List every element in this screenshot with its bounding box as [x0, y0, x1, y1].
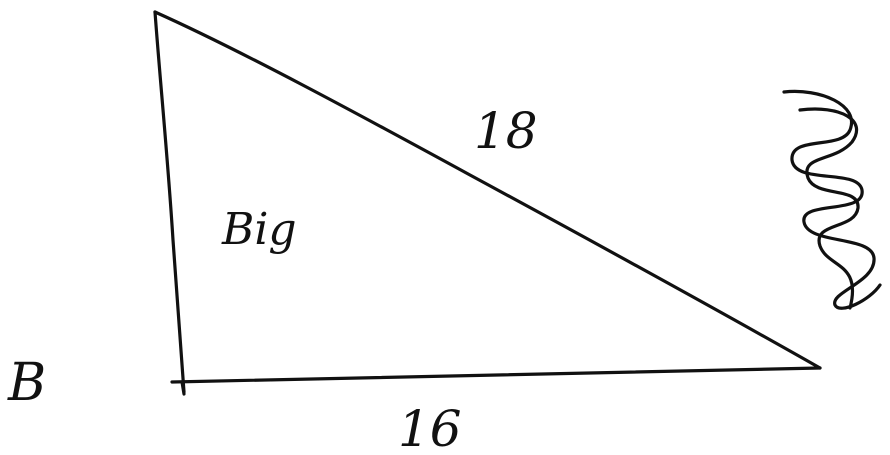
scribble-mark-overlap [798, 107, 860, 310]
triangle-hypotenuse [153, 10, 822, 370]
hypotenuse-length-label: 18 [474, 102, 538, 160]
triangle-interior-label: Big [221, 204, 297, 255]
triangle-left-side [153, 10, 186, 394]
scribble-mark [782, 89, 882, 310]
triangle-base [170, 366, 822, 384]
corner-vertex-label: B [7, 353, 46, 413]
corner-tick [180, 380, 186, 396]
base-length-label: 16 [398, 400, 462, 455]
